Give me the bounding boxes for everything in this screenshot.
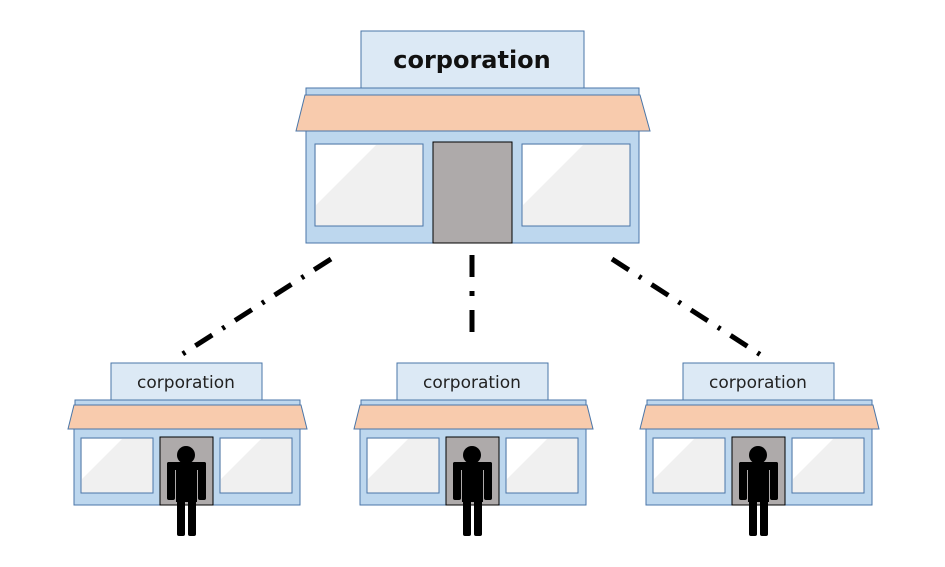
child-store: corporation — [67, 362, 308, 536]
child-store: corporation — [639, 362, 880, 536]
parent-sign — [360, 30, 585, 89]
parent-roof-strip — [305, 87, 640, 96]
connector-left — [179, 256, 333, 358]
child-sign — [396, 362, 549, 401]
person-torso — [462, 462, 483, 502]
person-leg-right — [188, 498, 196, 536]
child-store: corporation — [353, 362, 594, 536]
connectors — [179, 255, 766, 360]
child-sign-label: corporation — [423, 373, 521, 393]
person-leg-right — [474, 498, 482, 536]
person-icon — [739, 446, 778, 536]
person-arm-right — [198, 462, 206, 500]
child-window-right-glare — [221, 439, 261, 479]
person-leg-right — [760, 498, 768, 536]
person-torso — [176, 462, 197, 502]
child-awning — [353, 404, 594, 430]
person-head — [463, 446, 481, 464]
child-window-left-glare — [82, 439, 122, 479]
person-arm-left — [167, 462, 175, 500]
child-awning — [639, 404, 880, 430]
person-arm-left — [739, 462, 747, 500]
parent-window-left-glare — [316, 145, 376, 205]
person-arm-left — [453, 462, 461, 500]
person-head — [749, 446, 767, 464]
parent-awning — [295, 94, 651, 132]
person-leg-left — [177, 498, 185, 536]
person-head — [177, 446, 195, 464]
parent-window-right-glare — [523, 145, 583, 205]
child-stores: corporation corporation corporation — [67, 362, 880, 536]
connector-right — [610, 256, 766, 360]
child-window-left-glare — [368, 439, 408, 479]
person-torso — [748, 462, 769, 502]
person-icon — [167, 446, 206, 536]
person-arm-right — [484, 462, 492, 500]
child-awning — [67, 404, 308, 430]
parent-sign-label: corporation — [393, 46, 551, 74]
child-sign — [682, 362, 835, 401]
child-window-left-glare — [654, 439, 694, 479]
child-sign-label: corporation — [137, 373, 235, 393]
child-sign — [110, 362, 263, 401]
person-leg-left — [749, 498, 757, 536]
person-icon — [453, 446, 492, 536]
child-window-right-glare — [793, 439, 833, 479]
person-leg-left — [463, 498, 471, 536]
parent-store: corporation — [295, 30, 651, 244]
child-sign-label: corporation — [709, 373, 807, 393]
parent-door — [432, 141, 513, 244]
child-window-right-glare — [507, 439, 547, 479]
person-arm-right — [770, 462, 778, 500]
